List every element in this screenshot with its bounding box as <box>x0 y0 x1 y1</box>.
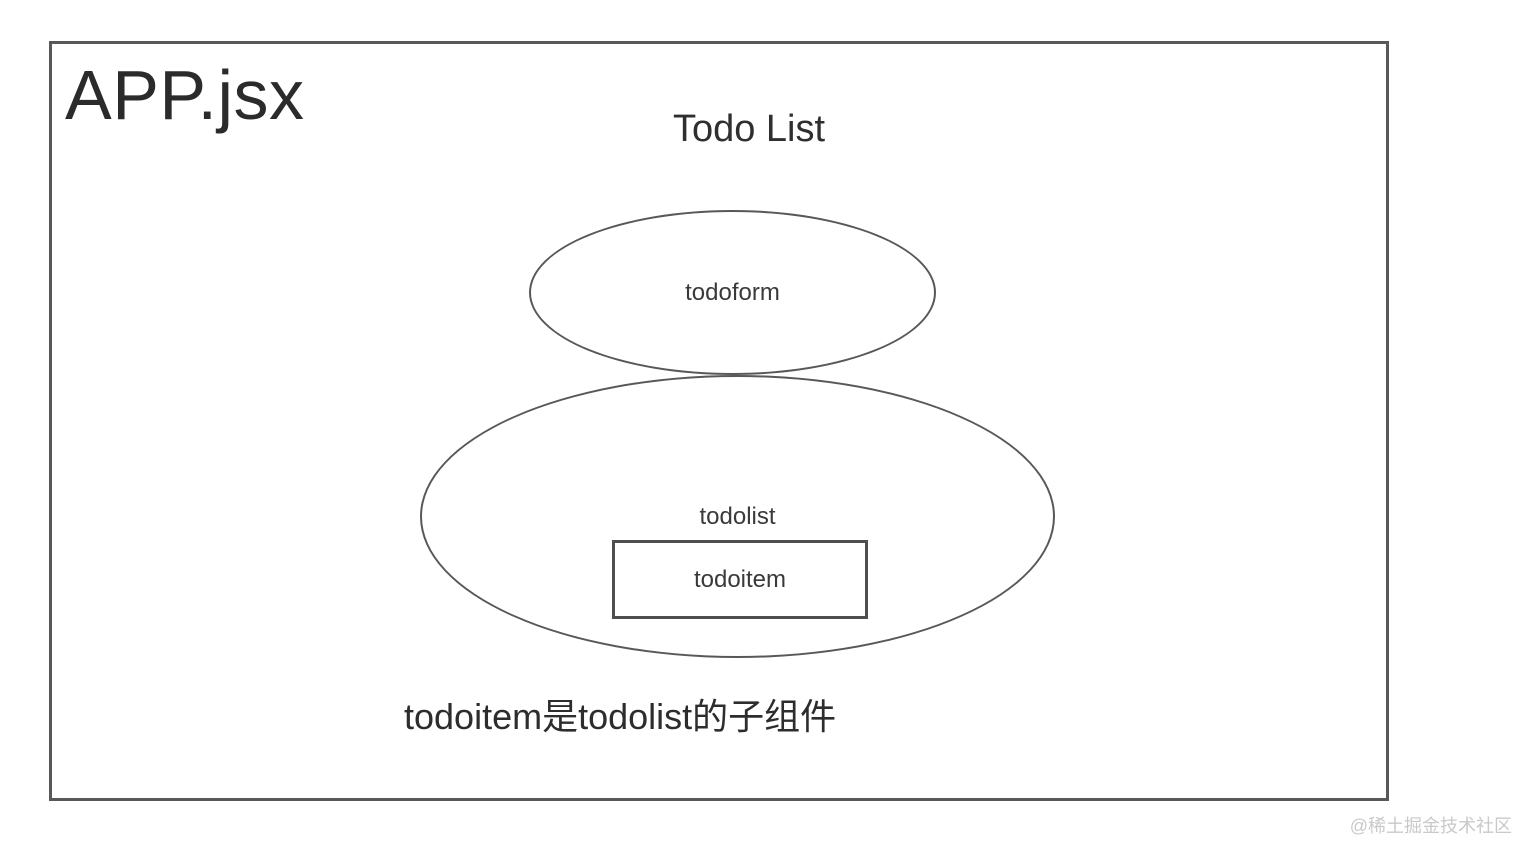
todolist-ellipse: todolist todoitem <box>420 375 1055 658</box>
todoitem-rect: todoitem <box>612 540 868 619</box>
diagram-caption: todoitem是todolist的子组件 <box>404 696 837 737</box>
file-title: APP.jsx <box>65 56 305 134</box>
app-jsx-frame: APP.jsx Todo List todoform todolist todo… <box>49 41 1389 801</box>
todoform-ellipse: todoform <box>529 210 936 375</box>
todolist-label: todolist <box>699 502 776 530</box>
todoitem-label: todoitem <box>693 565 787 593</box>
diagram-heading: Todo List <box>672 108 826 150</box>
todoform-label: todoform <box>685 278 780 306</box>
watermark: @稀土掘金技术社区 <box>1349 816 1512 836</box>
